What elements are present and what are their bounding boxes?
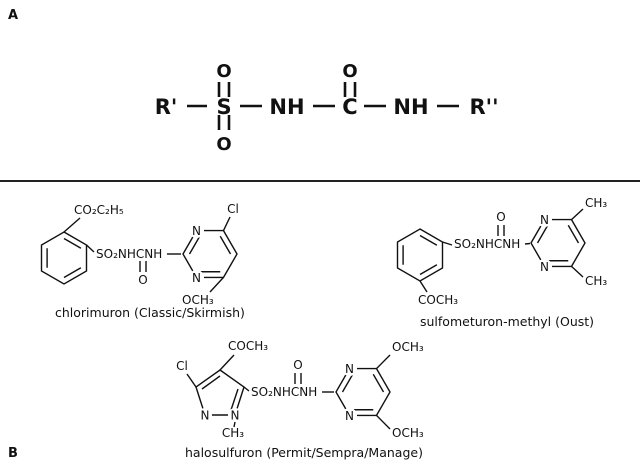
pyrazole-nitrogen-right: N <box>231 408 240 422</box>
benzene-ring <box>396 228 444 282</box>
n-backdrop <box>342 407 357 423</box>
ring-nitrogen-top: N <box>192 224 201 238</box>
benzene-double-bonds <box>46 237 82 279</box>
n-methyl-label: CH₃ <box>222 426 244 440</box>
pyrazole-ring <box>195 369 245 416</box>
n-backdrop <box>198 408 212 422</box>
halosulfuron-structure: COCH₃ Cl N N CH₃ SO₂NHCNH O OCH₃ OCH₃ N … <box>176 339 424 460</box>
chain-ring-bond <box>524 242 531 245</box>
methoxy-label: OCH₃ <box>182 293 214 307</box>
pyrimidine-double-bonds <box>341 373 385 411</box>
ester-group-label: CO₂C₂H₅ <box>74 203 124 217</box>
pyrazole-nitrogen-left: N <box>201 408 210 422</box>
sulfometuron-name: sulfometuron-methyl (Oust) <box>420 314 594 329</box>
sulfonylurea-chain-label: SO₂NHCNH <box>454 237 520 251</box>
methyl-bottom-label: CH₃ <box>585 274 607 288</box>
methoxy-top-bond <box>376 354 391 370</box>
c-o-double-bond <box>343 82 357 97</box>
s-o-double-bond-top <box>217 82 231 97</box>
benzene-ring <box>40 231 88 285</box>
ring-chain-bond <box>86 244 95 253</box>
carbonyl-double-bond <box>294 373 302 384</box>
carbonyl-double-bond <box>497 225 505 236</box>
ring-nitrogen-top: N <box>345 362 354 376</box>
pyrimidine-double-bonds <box>536 224 580 262</box>
halosulfuron-name: halosulfuron (Permit/Sempra/Manage) <box>185 445 423 460</box>
sulfonylurea-chain-label: SO₂NHCNH <box>96 247 162 261</box>
nh-group-2: NH <box>393 95 428 119</box>
general-sulfonylurea-structure: R' S O O NH C O NH R'' <box>155 61 499 155</box>
ring-nitrogen-bottom: N <box>345 409 354 423</box>
r-double-prime-atom: R'' <box>469 95 498 119</box>
n-backdrop <box>228 408 242 422</box>
carbonyl-double-bond <box>139 261 147 272</box>
ester-group-label: COCH₃ <box>418 293 458 307</box>
benzene-double-bonds <box>402 234 438 276</box>
ring-chain-bond <box>442 241 453 246</box>
n-backdrop <box>189 223 204 239</box>
carbonyl-carbon: C <box>342 95 357 119</box>
chlorimuron-name: chlorimuron (Classic/Skirmish) <box>55 305 245 320</box>
chlorimuron-structure: CO₂C₂H₅ SO₂NHCNH O Cl OCH₃ N N chlorimur… <box>40 202 245 320</box>
methyl-bottom-bond <box>571 265 584 278</box>
oxygen-atom-bottom-s: O <box>216 134 231 155</box>
chloro-bond <box>222 216 231 231</box>
chloro-label: Cl <box>227 202 239 216</box>
n-backdrop <box>189 269 204 285</box>
carbonyl-oxygen-label: O <box>138 273 147 287</box>
methyl-top-label: CH₃ <box>585 196 607 210</box>
ester-bond <box>63 217 81 233</box>
n-backdrop <box>342 361 357 377</box>
n-methyl-bond <box>233 421 236 428</box>
carbonyl-oxygen-label: O <box>293 358 302 372</box>
chloro-label: Cl <box>176 359 188 373</box>
r-prime-atom: R' <box>155 95 178 119</box>
carbonyl-oxygen-label: O <box>496 210 505 224</box>
ester-bond <box>219 354 235 371</box>
panel-a-label: A <box>8 8 19 23</box>
methoxy-bottom-label: OCH₃ <box>392 426 424 440</box>
ring-nitrogen-bottom: N <box>540 260 549 274</box>
sulfur-atom: S <box>216 95 231 119</box>
ring-chain-bond <box>243 386 250 392</box>
n-backdrop <box>537 212 552 228</box>
oxygen-atom-top-c: O <box>342 61 357 82</box>
ring-nitrogen-top: N <box>540 213 549 227</box>
n-backdrop <box>537 258 552 274</box>
panel-b-label: B <box>8 446 18 461</box>
ring-nitrogen-bottom: N <box>192 271 201 285</box>
pyrimidine-double-bonds <box>188 235 232 273</box>
panel-divider <box>0 180 640 182</box>
methyl-top-bond <box>571 208 584 221</box>
s-o-double-bond-bottom <box>217 115 231 130</box>
sulfonylurea-chain-label: SO₂NHCNH <box>251 385 317 399</box>
ester-group-label: COCH₃ <box>228 339 268 353</box>
pyrazole-double-bonds <box>201 375 239 411</box>
methoxy-bottom-bond <box>376 414 391 430</box>
chloro-bond <box>186 373 197 388</box>
methoxy-top-label: OCH₃ <box>392 340 424 354</box>
ester-bond <box>419 280 428 293</box>
oxygen-atom-top-s: O <box>216 61 231 82</box>
methoxy-bond <box>209 276 225 293</box>
nh-group-1: NH <box>269 95 304 119</box>
sulfometuron-structure: SO₂NHCNH O COCH₃ CH₃ CH₃ N N sulfometuro… <box>396 196 607 329</box>
